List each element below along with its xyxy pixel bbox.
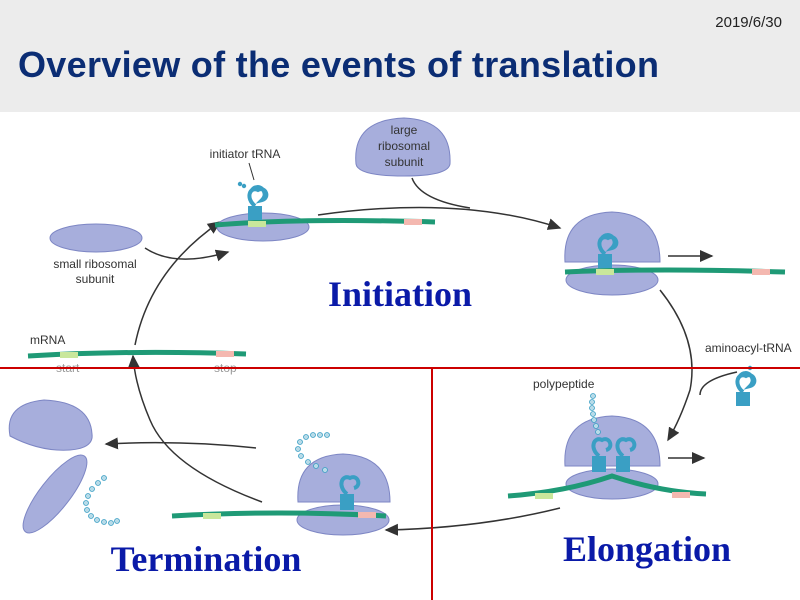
arrow-to-elongation <box>659 289 693 442</box>
small-subunit-free <box>49 223 143 253</box>
mrna-label: mRNA <box>30 333 65 347</box>
small-subunit-label-2: subunit <box>76 272 115 286</box>
arrow-mrna-to-initiation <box>134 221 222 346</box>
stage-termination: Termination <box>111 539 302 579</box>
large-subunit-label-2: ribosomal <box>378 139 430 153</box>
polypeptide-label: polypeptide <box>533 377 595 391</box>
arrow-aminoacyl-in <box>699 371 738 396</box>
arrow-to-termination <box>384 507 561 536</box>
slide-title: Overview of the events of translation <box>18 44 660 85</box>
arrow-dissociation-to-mrna <box>127 354 263 503</box>
trna-icon <box>597 233 619 268</box>
elongating-ribosome <box>507 393 707 500</box>
small-subunit-label-1: small ribosomal <box>53 257 136 271</box>
assembled-ribosome <box>564 211 786 296</box>
initiation-complex <box>214 162 436 242</box>
stage-elongation: Elongation <box>563 529 731 569</box>
a-site-trna-icon <box>615 437 637 472</box>
mrna-strand <box>27 349 247 359</box>
initiator-trna-label: initiator tRNA <box>210 147 281 161</box>
arrow-release <box>104 437 257 450</box>
aminoacyl-trna-label: aminoacyl-tRNA <box>705 341 792 355</box>
polypeptide-chain-icon <box>589 393 601 435</box>
aminoacyl-trna-icon <box>735 365 757 406</box>
released-large-subunit <box>8 399 93 451</box>
slide-date: 2019/6/30 <box>715 14 782 31</box>
stage-initiation: Initiation <box>328 274 472 314</box>
arrow-initiation-to-assembled <box>317 206 562 230</box>
terminating-ribosome <box>171 432 391 536</box>
release-trna-icon <box>339 475 361 510</box>
initiator-trna-icon <box>237 181 269 220</box>
released-polypeptide-icon <box>83 475 120 526</box>
released-small-subunit <box>22 454 88 534</box>
header-bar <box>0 0 800 112</box>
large-subunit-label-3: subunit <box>385 155 424 169</box>
p-site-trna-icon <box>591 437 613 472</box>
nascent-polypeptide-icon <box>295 432 330 473</box>
arrow-large-subunit-joins <box>411 177 471 209</box>
large-subunit-label-1: large <box>391 123 418 137</box>
arrow-small-subunit-binds <box>144 247 230 262</box>
large-subunit-free <box>355 117 451 177</box>
